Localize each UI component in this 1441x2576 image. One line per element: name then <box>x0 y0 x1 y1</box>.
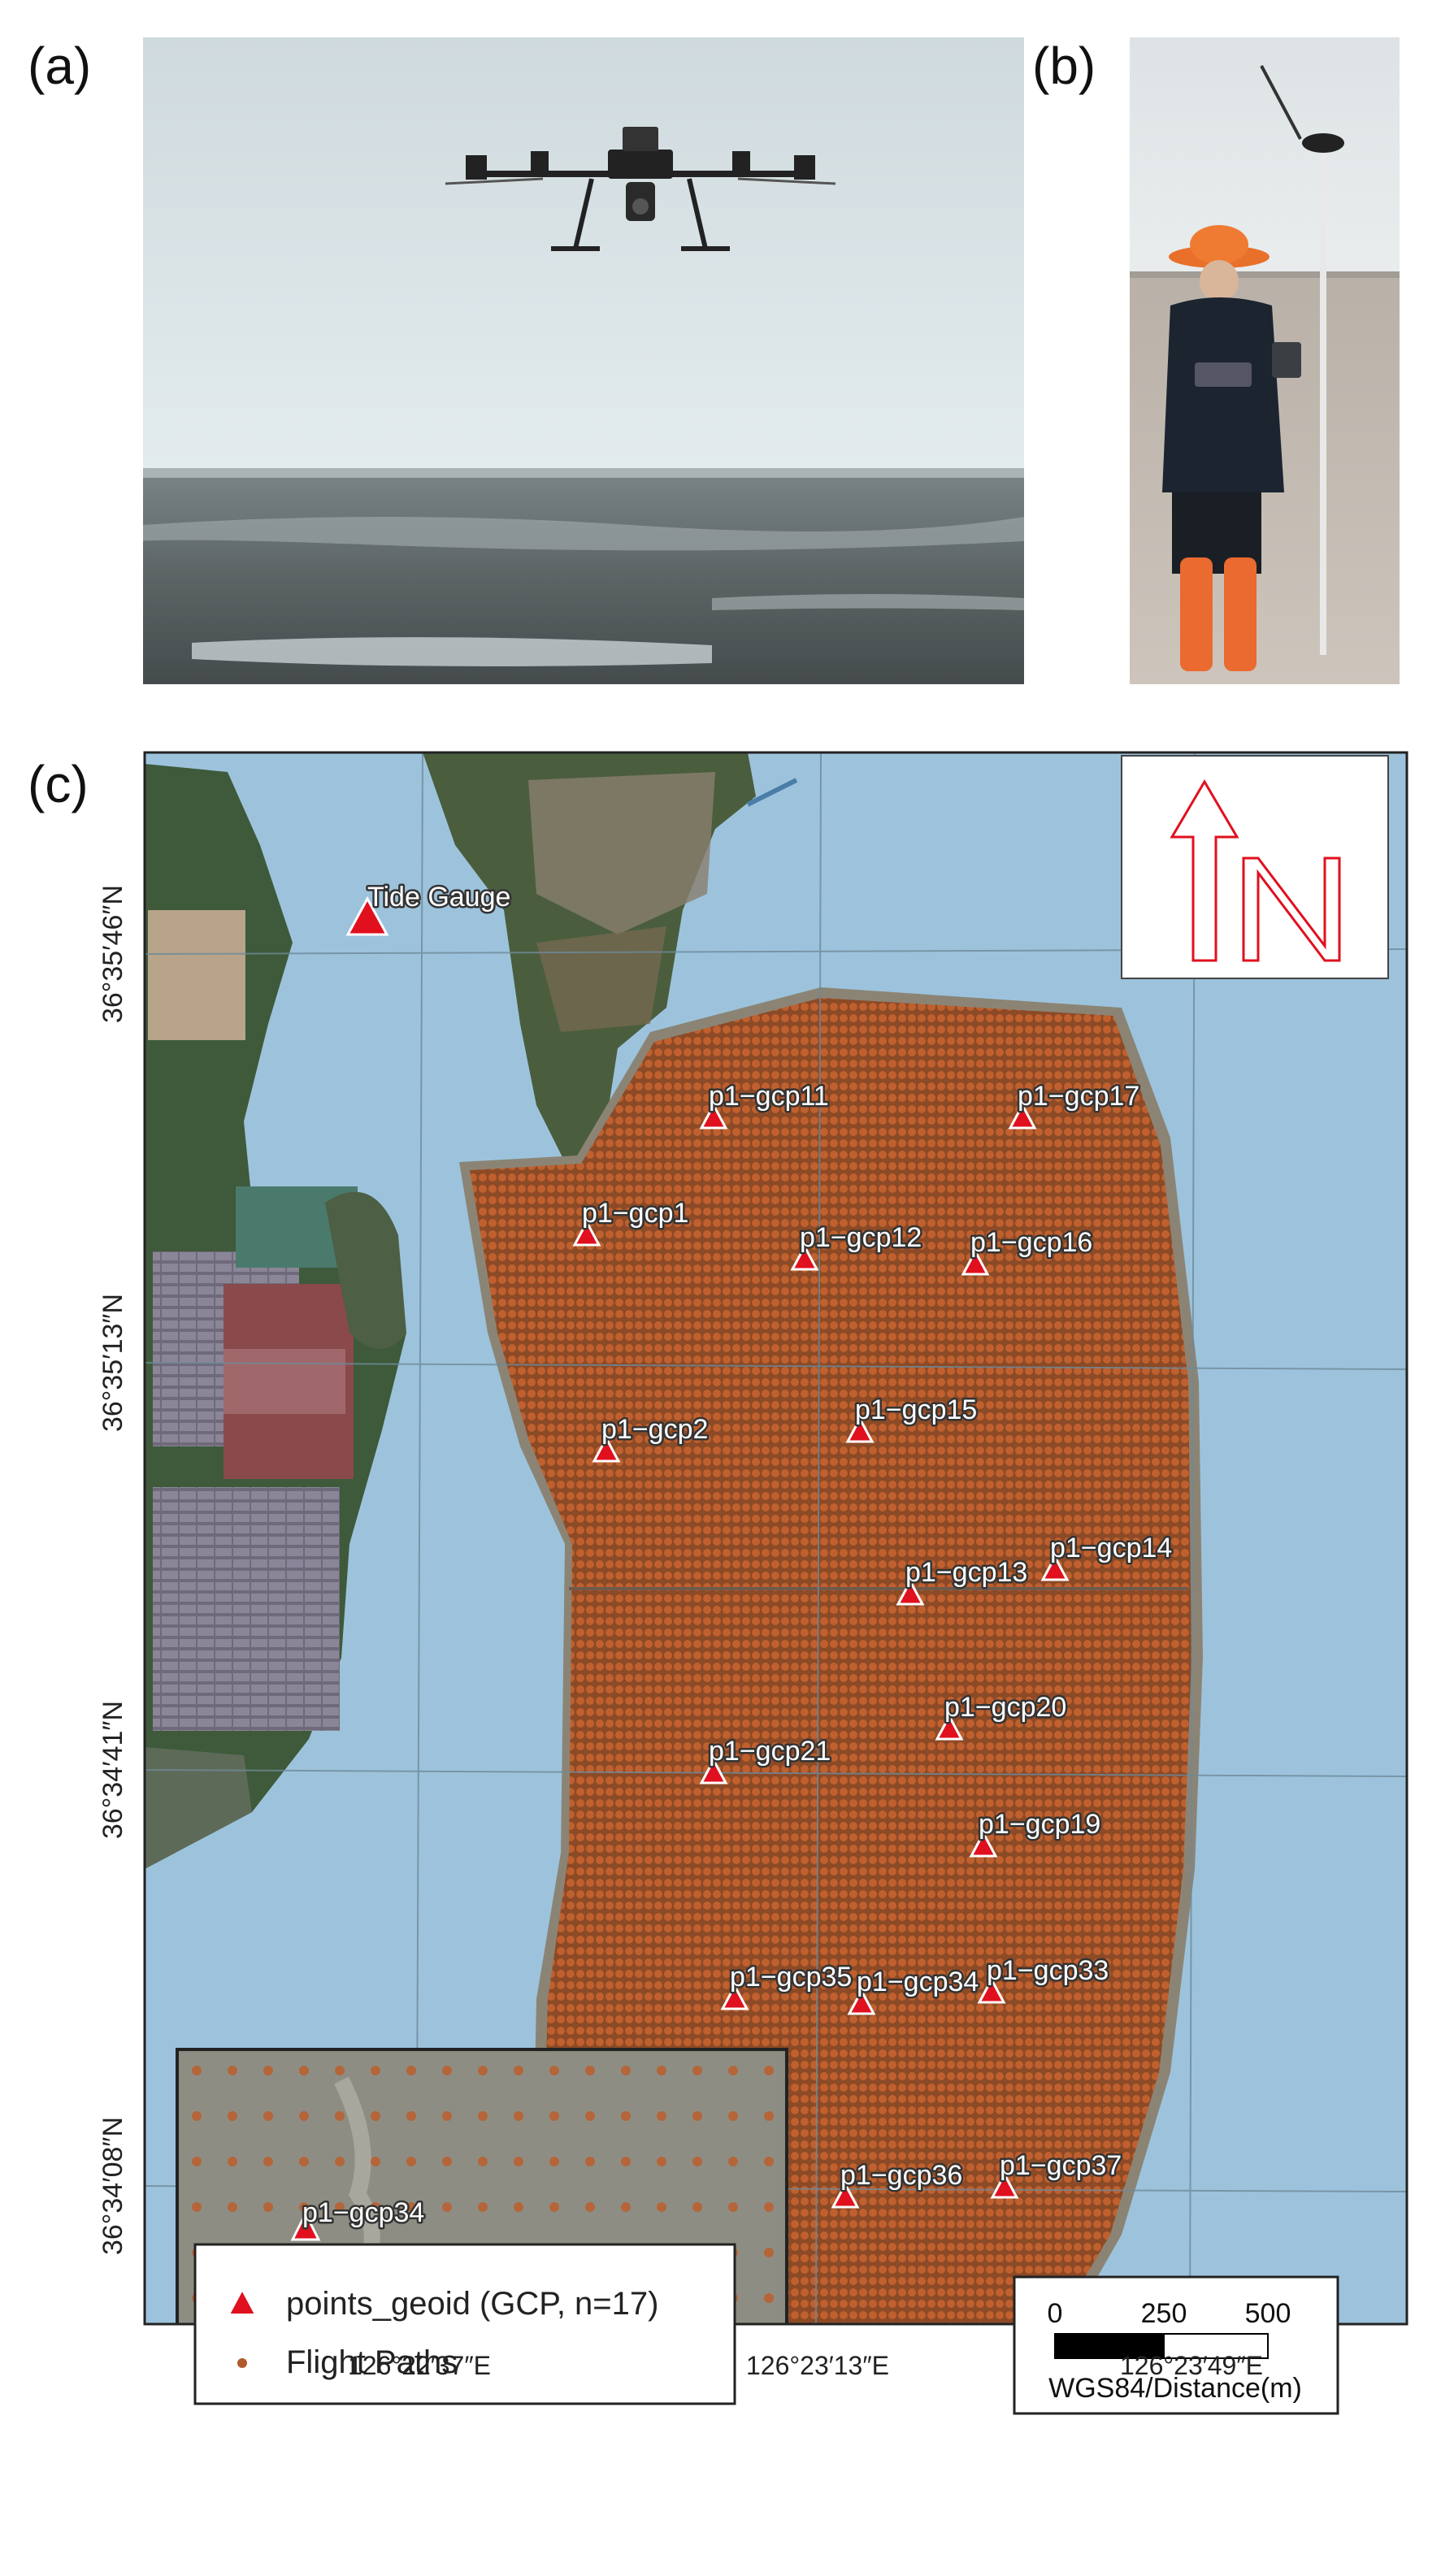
graticule <box>145 752 1407 2324</box>
gcp-triangle-icon <box>572 1219 601 1247</box>
gcp-label: p1−gcp13 <box>905 1557 1027 1588</box>
gcp-marker: p1−gcp20 <box>935 1690 1069 1741</box>
gcp-label: p1−gcp34 <box>857 1967 979 1997</box>
inset-gcp-label: p1−gcp34 <box>302 2197 424 2228</box>
gcp-triangle-icon <box>977 1976 1006 2004</box>
lon-label-2: 126°23′13″E <box>746 2351 889 2380</box>
scale-tick-0: 0 <box>1048 2298 1063 2329</box>
gcp-triangle-icon <box>699 1102 728 1130</box>
map-frame <box>143 751 1408 2326</box>
gcp-triangle-icon <box>935 1713 964 1741</box>
gcp-label: p1−gcp17 <box>1018 1081 1139 1112</box>
gcp-triangle-icon <box>699 1757 728 1785</box>
north-letter-n <box>1242 856 1341 962</box>
gcp-label: p1−gcp36 <box>840 2160 962 2191</box>
gcp-marker: p1−gcp19 <box>969 1807 1103 1858</box>
gcp-triangle-icon <box>831 2181 860 2209</box>
scale-tick-500: 500 <box>1245 2298 1291 2329</box>
lat-label-1: 36°35′46″N <box>98 885 128 1023</box>
gcp-marker: p1−gcp35 <box>720 1960 854 2010</box>
gcp-triangle-icon <box>990 2171 1019 2199</box>
gcp-label: p1−gcp14 <box>1050 1533 1172 1563</box>
gcp-label: p1−gcp11 <box>709 1081 829 1112</box>
gcp-label: p1−gcp15 <box>855 1394 977 1425</box>
gcp-label: p1−gcp35 <box>730 1962 852 1993</box>
inset-gcp-marker <box>290 2210 321 2241</box>
legend-gcp-label: points_geoid (GCP, n=17) <box>286 2286 658 2322</box>
gcp-marker: p1−gcp12 <box>790 1221 924 1271</box>
gcp-marker: p1−gcp34 <box>847 1965 981 2015</box>
gcp-triangle-icon <box>847 1988 876 2015</box>
gcp-label: p1−gcp20 <box>944 1692 1066 1723</box>
gcp-marker: p1−gcp1 <box>572 1196 691 1247</box>
panel-label-b: (b) <box>1032 37 1096 95</box>
lon-label-1: 126°22′37″E <box>348 2351 491 2380</box>
gcp-marker: p1−gcp11 <box>699 1079 831 1130</box>
gcp-label: p1−gcp16 <box>970 1227 1092 1258</box>
lat-label-3: 36°34′41″N <box>98 1701 128 1839</box>
gcp-label: p1−gcp19 <box>979 1809 1100 1840</box>
gnss-survey-photo <box>1130 37 1400 684</box>
panel-label-c: (c) <box>28 755 89 813</box>
legend-flight-label: Flight Paths <box>286 2344 458 2380</box>
north-arrow <box>1121 755 1389 979</box>
gcp-marker: p1−gcp37 <box>990 2149 1124 2199</box>
legend-flight-icon <box>237 2358 247 2368</box>
gcp-marker: p1−gcp17 <box>1008 1079 1142 1130</box>
legend: points_geoid (GCP, n=17) Flight Paths <box>193 2243 736 2405</box>
north-arrow-icon <box>1170 779 1239 962</box>
drone-icon <box>445 127 836 251</box>
gcp-triangle-icon <box>845 1416 875 1443</box>
gcp-marker: p1−gcp21 <box>699 1734 833 1785</box>
lon-label-3: 126°23′49″E <box>1120 2351 1263 2380</box>
gcp-markers: p1−gcp11 p1−gcp17 p1−gcp1 p1−gcp12 p1−gcp16 p… <box>572 1079 1174 2209</box>
gcp-label: p1−gcp2 <box>601 1414 708 1445</box>
flight-paths-area <box>470 998 1191 2324</box>
tide-gauge-marker: Tide Gauge <box>345 880 513 936</box>
gcp-label: p1−gcp12 <box>800 1222 922 1253</box>
panel-label-a: (a) <box>28 37 92 95</box>
legend-gcp-icon <box>228 2288 257 2315</box>
gcp-marker: p1−gcp2 <box>592 1412 710 1463</box>
gcp-marker: p1−gcp15 <box>845 1393 979 1443</box>
gcp-triangle-icon <box>1008 1102 1037 1130</box>
gcp-marker: p1−gcp36 <box>831 2158 965 2209</box>
gcp-triangle-icon <box>1040 1554 1070 1581</box>
gcp-triangle-icon <box>961 1248 990 1276</box>
lat-label-4: 36°34′08″N <box>98 2117 128 2255</box>
scale-bar: 0 250 500 WGS84/Distance(m) <box>1013 2275 1339 2415</box>
gcp-label: p1−gcp21 <box>709 1736 831 1767</box>
gcp-label: p1−gcp37 <box>1000 2150 1122 2181</box>
gcp-triangle-icon <box>896 1578 925 1606</box>
gcp-triangle-icon <box>592 1435 621 1463</box>
tide-gauge-label: Tide Gauge <box>367 882 510 913</box>
drone-photo <box>143 37 1024 684</box>
gcp-triangle-icon <box>790 1243 819 1271</box>
gcp-triangle-icon <box>969 1830 998 1858</box>
gcp-label: p1−gcp33 <box>987 1955 1109 1986</box>
gcp-marker: p1−gcp33 <box>977 1954 1111 2004</box>
gcp-marker: p1−gcp13 <box>896 1555 1030 1606</box>
gcp-label: p1−gcp1 <box>582 1198 688 1229</box>
gcp-marker: p1−gcp16 <box>961 1225 1095 1276</box>
scale-tick-250: 250 <box>1141 2298 1187 2329</box>
lat-label-2: 36°35′13″N <box>98 1294 128 1432</box>
scale-caption: WGS84/Distance(m) <box>1048 2373 1302 2404</box>
gcp-marker: p1−gcp14 <box>1040 1531 1174 1581</box>
gcp-triangle-icon <box>720 1983 749 2010</box>
